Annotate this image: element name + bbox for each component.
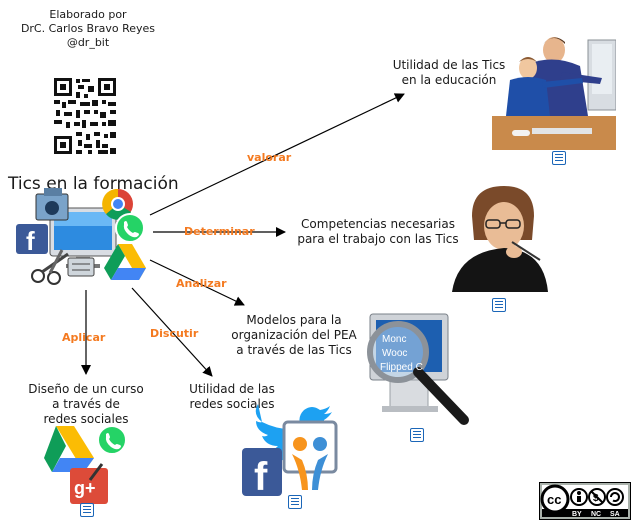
magnifier-monitor-image: Monc Wooc Flipped C: [367, 313, 469, 425]
arrow-valorar: [149, 93, 405, 216]
credit-line-1: Elaborado por: [49, 8, 127, 21]
credit-line-3: @dr_bit: [66, 36, 110, 49]
note-icon[interactable]: [552, 151, 566, 165]
edge-label-discutir: Discutir: [150, 327, 199, 340]
edge-label-aplicar: Aplicar: [62, 331, 106, 344]
license-sa: SA: [610, 511, 620, 518]
magnifier-icon: [367, 321, 469, 425]
node-utilidad-redes-line-1: Utilidad de las: [189, 382, 275, 396]
node-competencias-line-2: para el trabajo con las Tics: [297, 232, 459, 246]
scissors-icon: [31, 249, 95, 285]
camera-icon: [35, 188, 69, 221]
chrome-icon: [102, 188, 133, 220]
course-icons-cluster: g+: [44, 425, 127, 504]
note-icon[interactable]: [410, 428, 424, 442]
google-plus-icon: g+: [70, 468, 108, 504]
node-diseno: Diseño de un curso a través de redes soc…: [18, 382, 154, 427]
facebook-icon: f: [242, 448, 282, 498]
central-icon-cluster: f: [16, 188, 146, 285]
node-diseno-line-3: redes sociales: [43, 412, 129, 426]
magnifier-text-1: Monc: [382, 334, 406, 345]
note-icon[interactable]: [80, 503, 94, 517]
whatsapp-icon: [115, 213, 145, 243]
magnifier-text-2: Wooc: [382, 348, 407, 359]
node-diseno-line-1: Diseño de un curso: [28, 382, 144, 396]
node-utilidad-redes: Utilidad de las redes sociales: [176, 382, 288, 412]
arrow-discutir: [131, 287, 213, 377]
note-icon[interactable]: [492, 298, 506, 312]
slideshare-icon: [282, 420, 338, 490]
node-utilidad-educacion: Utilidad de las Tics en la educación: [374, 58, 524, 88]
svg-text:g+: g+: [74, 478, 96, 498]
edge-label-valorar: valorar: [247, 151, 292, 164]
note-icon[interactable]: [288, 495, 302, 509]
node-modelos-line-3: a través de las Tics: [236, 343, 352, 357]
qr-code-icon[interactable]: [52, 76, 118, 156]
woman-thinking-image: [452, 186, 548, 292]
edge-label-determinar: Determinar: [184, 225, 255, 238]
cc-license-badge[interactable]: cc $ BY NC SA: [539, 482, 631, 520]
credit-line-2: DrC. Carlos Bravo Reyes: [20, 22, 156, 35]
license-nc: NC: [591, 511, 601, 518]
cc-text: cc: [547, 492, 561, 507]
social-icons-cluster: f: [242, 404, 338, 498]
author-credit: Elaborado por DrC. Carlos Bravo Reyes @d…: [0, 8, 176, 50]
node-diseno-line-2: a través de: [52, 397, 120, 411]
node-utilidad-redes-line-2: redes sociales: [189, 397, 275, 411]
google-drive-icon: [44, 426, 94, 472]
whatsapp-icon: [97, 425, 127, 455]
node-modelos-line-1: Modelos para la: [246, 313, 342, 327]
magnifier-text-3: Flipped C: [380, 362, 423, 373]
license-by: BY: [572, 511, 582, 518]
google-drive-icon: [104, 244, 146, 280]
node-modelos-line-2: organización del PEA: [231, 328, 357, 342]
node-modelos: Modelos para la organización del PEA a t…: [224, 313, 364, 358]
node-utilidad-educacion-line-1: Utilidad de las Tics: [392, 58, 506, 72]
svg-text:f: f: [26, 226, 35, 256]
svg-text:f: f: [254, 455, 268, 498]
node-competencias-line-1: Competencias necesarias: [301, 217, 455, 231]
arrow-analizar: [149, 259, 245, 306]
edge-label-analizar: Analizar: [176, 277, 227, 290]
svg-text:$: $: [593, 493, 599, 504]
node-utilidad-educacion-line-2: en la educación: [401, 73, 497, 87]
facebook-icon: f: [16, 224, 48, 256]
father-son-computer-image: [492, 37, 616, 150]
node-competencias: Competencias necesarias para el trabajo …: [288, 217, 468, 247]
